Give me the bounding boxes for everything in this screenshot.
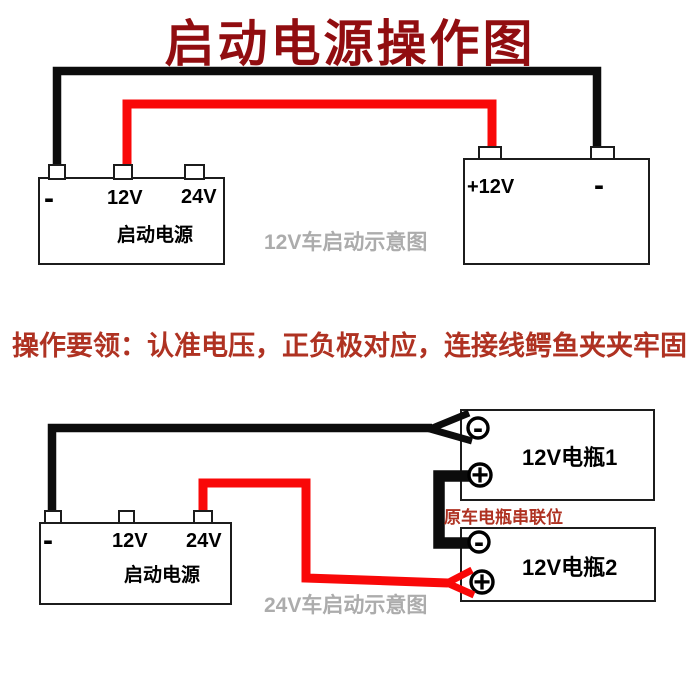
starter-24v-24v-label: 24V (186, 530, 222, 552)
starter-12v-12v-terminal (113, 164, 133, 180)
battery2-negative-symbol: - (474, 526, 484, 559)
starter-12v-neg-label: - (44, 182, 54, 215)
battery-box-12v (463, 158, 650, 265)
operation-tip-text: 操作要领：认准电压，正负极对应，连接线鳄鱼夹夹牢固 (12, 331, 687, 361)
battery-12v-pos-label: +12V (467, 176, 515, 198)
starter-24v-neg-label: - (43, 524, 53, 557)
series-link-wire (433, 470, 478, 549)
battery-12v-pos-terminal (478, 146, 502, 160)
starter-24v-12v-terminal (118, 510, 135, 524)
battery2-positive-terminal-icon (469, 569, 495, 595)
black-alligator-clip-icon (419, 409, 473, 445)
black-wire-12v (52, 66, 602, 164)
battery2-box (460, 527, 656, 602)
starter-24v-24v-terminal (193, 510, 213, 524)
battery1-negative-terminal-icon (466, 416, 490, 440)
black-wire-24v (47, 423, 432, 510)
battery2-negative-terminal-icon (467, 530, 491, 554)
battery2-positive-symbol: + (473, 566, 491, 599)
page-title: 启动电源操作图 (164, 16, 536, 72)
starter-24v-12v-label: 12V (112, 530, 148, 552)
red-wire-24v (198, 478, 449, 588)
caption-24v: 24V车启动示意图 (264, 594, 428, 617)
starter-12v-name: 启动电源 (117, 225, 194, 246)
starter-12v-24v-label: 24V (181, 186, 217, 208)
starter-12v-neg-terminal (48, 164, 66, 180)
battery1-name: 12V电瓶1 (522, 445, 618, 470)
starter-24v-name: 启动电源 (124, 565, 201, 586)
battery-12v-neg-label: - (594, 169, 604, 202)
battery-12v-neg-terminal (590, 146, 615, 160)
starter-12v-12v-label: 12V (107, 187, 143, 209)
starter-box-12v (38, 177, 225, 265)
caption-12v: 12V车启动示意图 (264, 231, 428, 254)
red-alligator-clip-icon (438, 566, 476, 599)
battery1-positive-symbol: + (471, 459, 489, 492)
battery2-name: 12V电瓶2 (522, 555, 618, 580)
battery1-negative-symbol: - (473, 412, 483, 445)
starter-24v-neg-terminal (44, 510, 62, 524)
series-connection-note: 原车电瓶串联位 (444, 508, 563, 527)
red-wire-12v (122, 99, 497, 164)
battery1-box (460, 409, 655, 501)
starter-12v-24v-terminal (184, 164, 205, 180)
starter-box-24v (39, 522, 232, 605)
battery1-positive-terminal-icon (467, 462, 493, 488)
